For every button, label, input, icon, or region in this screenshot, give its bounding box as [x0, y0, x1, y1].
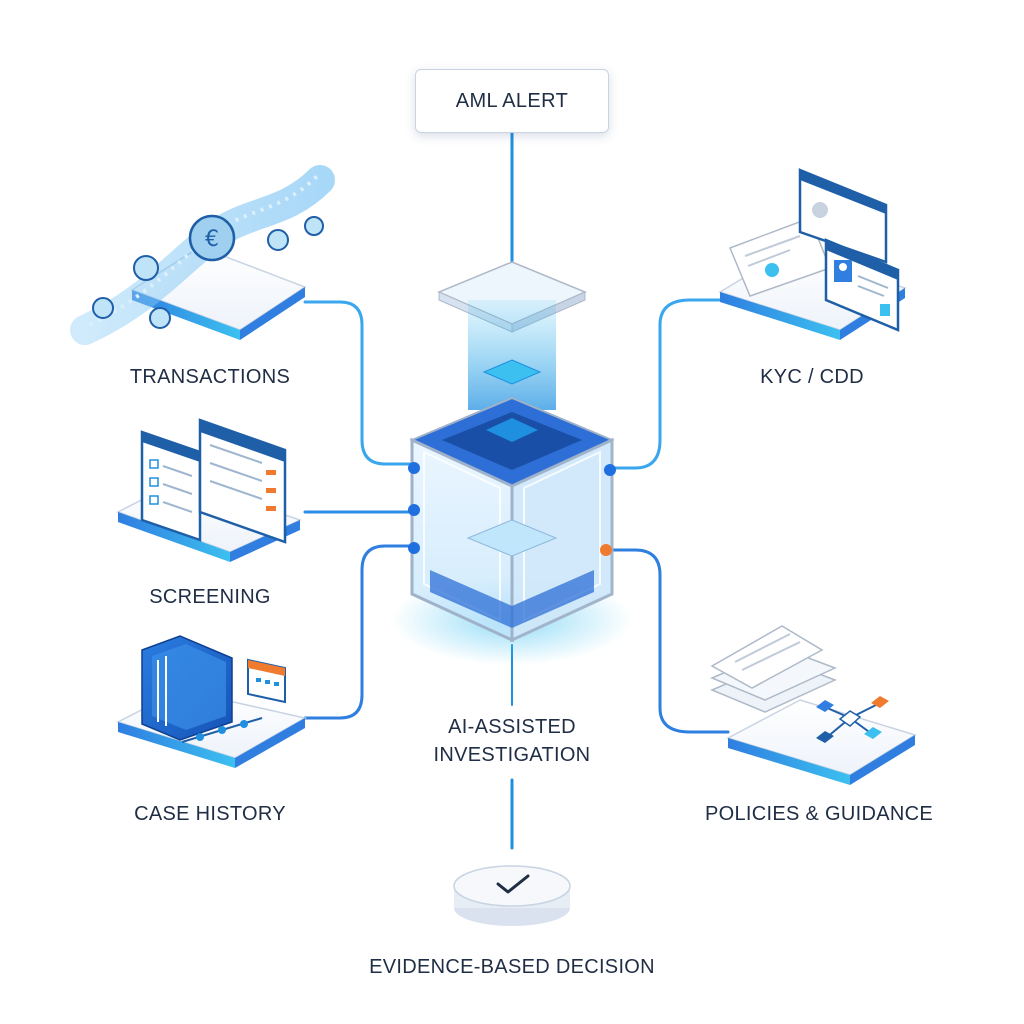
- transactions-label: TRANSACTIONS: [129, 366, 291, 388]
- center-label-line2: INVESTIGATION: [433, 744, 591, 766]
- list-window: [198, 418, 287, 544]
- screening-label: SCREENING: [149, 586, 271, 608]
- case-history-illustration: [116, 635, 308, 768]
- transactions-illustration: €: [70, 165, 335, 345]
- euro-coin-icon: €: [188, 214, 236, 262]
- decision-puck: [453, 865, 571, 926]
- kyc-cdd-illustration: [718, 168, 907, 340]
- connector-transactions: [303, 300, 414, 466]
- port-kyc: [604, 464, 616, 476]
- ai-engine: [392, 261, 632, 665]
- case-history-label: CASE HISTORY: [134, 803, 286, 825]
- profile-window: [798, 168, 888, 264]
- connector-policies: [610, 548, 730, 734]
- id-card-icon: [824, 238, 900, 332]
- coin-icon: [92, 297, 114, 319]
- flowchart-icon: [816, 696, 889, 743]
- connector-case-history: [303, 544, 414, 720]
- connector-kyc: [610, 298, 722, 470]
- checkbox-icon: [149, 477, 159, 487]
- coin-icon: [133, 255, 159, 281]
- port-screening: [408, 504, 420, 516]
- folder-icon: [141, 635, 233, 741]
- avatar-icon: [812, 202, 828, 218]
- aml-alert-label: AML ALERT: [455, 89, 569, 112]
- center-label-line1: AI-ASSISTED: [448, 716, 576, 738]
- port-case-history: [408, 542, 420, 554]
- coin-icon: [149, 307, 171, 329]
- coin-icon: [267, 229, 289, 251]
- document-stack-icon: [710, 625, 837, 713]
- port-policies: [600, 544, 612, 556]
- port-transactions: [408, 462, 420, 474]
- decision-label: EVIDENCE-BASED DECISION: [369, 956, 655, 978]
- checkbox-icon: [149, 495, 159, 505]
- connectors: [303, 131, 730, 850]
- policies-illustration: [710, 625, 917, 785]
- policies-label: POLICIES & GUIDANCE: [705, 803, 933, 825]
- coin-icon: [304, 216, 324, 236]
- aml-alert-box: AML ALERT: [415, 69, 609, 133]
- screening-illustration: [116, 418, 303, 562]
- checkbox-icon: [149, 459, 159, 469]
- kyc-cdd-label: KYC / CDD: [760, 366, 864, 388]
- document-icon: [729, 217, 831, 297]
- checklist-window: [140, 430, 202, 542]
- calendar-icon: [247, 658, 286, 704]
- checkmark-icon: [496, 874, 530, 894]
- svg-text:€: €: [205, 227, 219, 252]
